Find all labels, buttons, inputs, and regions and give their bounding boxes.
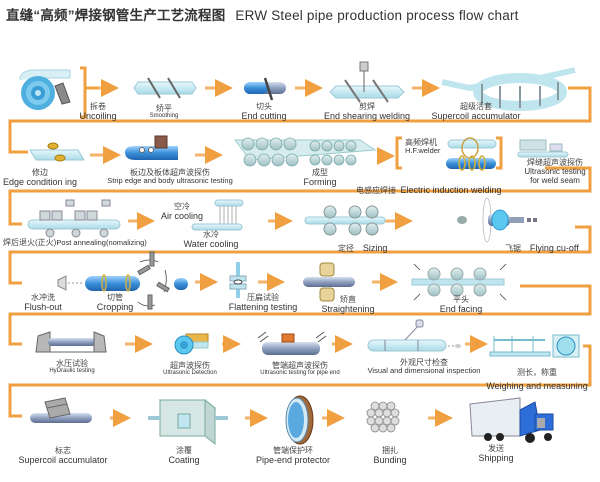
- step-strip-ultrasonic-testing: 板边及板体超声波探伤 Strip edge and body ultrasoni…: [107, 168, 233, 186]
- page-title: 直缝“高频”焊接钢管生产工艺流程图 ERW Steel pipe producti…: [6, 4, 519, 24]
- end-facing-icon: [411, 263, 507, 301]
- title-english: ERW Steel pipe production process flow c…: [235, 8, 519, 23]
- inspection-icon: [367, 319, 461, 352]
- step-uncoiling: 拆卷 Uncoiling: [79, 102, 117, 122]
- step-flying-cut-off: 飞锯 Flying cu-off: [505, 243, 579, 253]
- connector-row3-right: [8, 225, 592, 285]
- step-hf-welder: 高频焊机 H.F.welder: [405, 138, 441, 156]
- welder-bracket-left: [395, 136, 402, 170]
- step-pipe-end-protector: 管端保护环 Pipe-end protector: [255, 446, 331, 466]
- marking-icon: [30, 397, 92, 423]
- strip-smoothing-icon: [133, 77, 197, 99]
- flattening-icon: [229, 262, 247, 298]
- step-straightening: 矫直 Straightening: [321, 295, 375, 315]
- step-ultrasonic-detection: 超声波探伤 Ultrasonic Detection: [163, 361, 217, 377]
- hydraulic-test-icon: [35, 331, 107, 353]
- induction-coil-icon: [446, 155, 496, 171]
- weighing-icon: [489, 334, 580, 358]
- coating-box-icon: [148, 398, 228, 446]
- cropping-icon: [85, 251, 188, 310]
- step-forming: 成型 Forming: [303, 168, 337, 188]
- step-end-facing: 平头 End facing: [439, 295, 483, 315]
- step-coating: 涂覆 Coating: [168, 446, 200, 466]
- connector-row2-right: [8, 166, 592, 226]
- step-weighing-measuring: 测长，称重 Weighing and measuning: [486, 368, 588, 392]
- edge-trim-icon: [29, 142, 85, 162]
- truck-icon: [469, 397, 554, 443]
- air-cooling-icon: [214, 199, 244, 224]
- step-end-shearing-welding: 剪焊 End shearing welding: [323, 102, 411, 122]
- hf-welder-icon: [447, 137, 497, 159]
- step-bunding: 捆扎 Bunding: [373, 446, 407, 466]
- coil-icon: [19, 69, 71, 110]
- step-smoothing: 矫平 Smoothing: [149, 104, 179, 120]
- pipe-end-ultrasonic-icon: [257, 331, 327, 355]
- weld-seam-ultrasonic-icon: [517, 139, 569, 158]
- shear-weld-icon: [329, 61, 405, 103]
- step-weld-seam-ultrasonic: 焊缝超声波探伤 Ultrasonic testing for weld seam: [524, 158, 586, 186]
- step-edge-conditioning: 修边 Edge condition ing: [2, 168, 78, 188]
- pipe-end-protector-icon: [285, 395, 314, 445]
- water-cooling-icon: [191, 223, 243, 231]
- annealing-icon: [27, 199, 121, 238]
- step-supercoil-accumulator: 超级活套 Supercoil accumulator: [431, 102, 521, 122]
- step-electric-induction-welding: 电感应焊接 Electric induction welding: [356, 185, 502, 195]
- flush-nozzle-icon: [57, 275, 82, 291]
- end-cutting-icon: [244, 77, 286, 101]
- step-shipping: 发送 Shipping: [478, 444, 514, 464]
- connector-lines: [8, 66, 592, 418]
- step-arrows: [90, 79, 488, 427]
- step-marking: 标志 Supercoil accumulator: [18, 446, 108, 466]
- step-water-cooling: 水冷 Water cooling: [183, 230, 239, 250]
- strip-ultrasonic-icon: [125, 135, 178, 160]
- sizing-rollers-icon: [304, 205, 386, 236]
- accumulator-loop-icon: [441, 67, 576, 111]
- title-chinese: 直缝“高频”焊接钢管生产工艺流程图: [6, 8, 226, 23]
- step-pipe-end-ultrasonic: 管端超声波探伤 Ultrasonic testing for pipe end: [260, 361, 340, 377]
- step-air-cooling: 空冷 Air cooling: [160, 202, 204, 222]
- step-cropping: 切管 Cropping: [96, 293, 134, 313]
- step-flush-out: 水冲洗 Flush-out: [24, 293, 62, 313]
- step-post-annealing: 焊后退火(正火)Post annealing(nomalizing): [3, 238, 147, 247]
- connector-row4-right: [8, 284, 592, 346]
- welder-bracket-right: [496, 136, 503, 170]
- ultrasonic-detection-icon: [174, 333, 209, 355]
- straightening-icon: [303, 262, 355, 302]
- connector-row1-right: [8, 86, 592, 154]
- step-end-cutting: 切头 End cutting: [241, 102, 287, 122]
- step-flattening-testing: 压扁试验 Flattening testing: [228, 293, 298, 313]
- step-hydraulic-testing: 水压试验 HyDraulic testing: [49, 359, 95, 375]
- forming-rollers-icon: [234, 137, 377, 167]
- step-sizing: 定径 Sizing: [338, 243, 388, 253]
- connector-row5-right: [8, 344, 592, 418]
- flying-saw-icon: [457, 197, 537, 243]
- step-visual-inspection: 外观尺寸检查 Visual and dimensional inspection: [367, 358, 481, 376]
- bundle-icon: [366, 401, 400, 433]
